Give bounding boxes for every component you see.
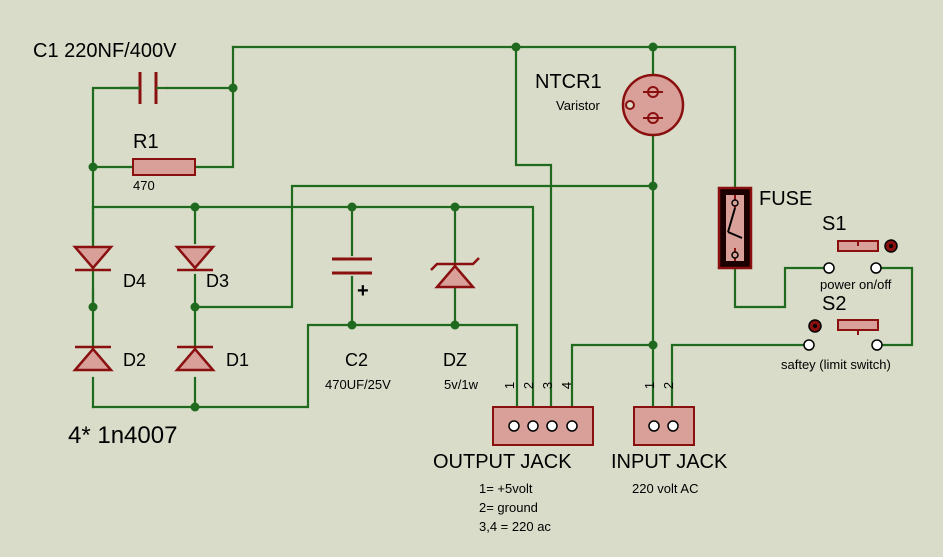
wire-s1-s2	[877, 266, 914, 347]
wire-bottom-ground	[91, 323, 519, 422]
output-jack-label: OUTPUT JACK	[433, 451, 572, 473]
d2-label: D2	[123, 350, 147, 370]
d3-label: D3	[206, 271, 230, 291]
wire-fuse-s1	[733, 266, 828, 309]
switch-s1-symbol	[823, 239, 898, 274]
output-note-2: 2= ground	[479, 500, 538, 515]
junction	[228, 83, 238, 93]
c2-value-label: 470UF/25V	[325, 377, 391, 392]
switch-s2-symbol	[803, 319, 883, 351]
input-pin-1: 1	[642, 381, 658, 390]
c2-ref-label: C2	[345, 350, 369, 370]
wire-c1-r1-left	[91, 86, 142, 169]
r1-ref-label: R1	[133, 131, 159, 153]
junction	[190, 402, 200, 412]
ntc-ref-label: NTCR1	[535, 71, 602, 93]
output-pin-3: 3	[540, 381, 556, 390]
junction	[88, 162, 98, 172]
r1-value-label: 470	[133, 178, 155, 193]
input-jack-symbol	[633, 406, 695, 446]
output-pin-2: 2	[521, 381, 537, 390]
junction	[190, 202, 200, 212]
s1-ref-label: S1	[822, 213, 847, 235]
output-pin-1: 1	[502, 381, 518, 390]
input-jack-label: INPUT JACK	[611, 451, 728, 473]
junction	[450, 320, 460, 330]
diode-d4-symbol	[72, 245, 114, 272]
dz-value-label: 5v/1w	[444, 377, 478, 392]
output-note-3: 3,4 = 220 ac	[479, 519, 551, 534]
junction	[450, 202, 460, 212]
wire-top-to-pin3	[514, 45, 553, 422]
diodes	[72, 245, 216, 372]
wire-c1-r1-right	[166, 86, 235, 169]
s2-ref-label: S2	[822, 293, 847, 315]
output-note-1: 1= +5volt	[479, 481, 533, 496]
s1-desc-label: power on/off	[820, 277, 892, 292]
c2-polarity: +	[357, 280, 369, 302]
output-pin-4: 4	[559, 381, 575, 390]
wire-ac-mid	[193, 184, 655, 309]
s2-desc-label: saftey (limit switch)	[781, 357, 891, 372]
resistor-r1-symbol	[132, 158, 196, 176]
junctions	[88, 42, 658, 412]
dz-ref-label: DZ	[443, 350, 467, 370]
diode-d1-symbol	[174, 345, 216, 372]
input-pin-2: 2	[661, 381, 677, 390]
ntc-varistor-symbol	[621, 73, 685, 137]
c1-label: C1 220NF/400V	[33, 40, 177, 62]
wires	[91, 45, 914, 422]
junction	[88, 302, 98, 312]
output-jack-symbol	[492, 406, 594, 446]
d4-label: D4	[123, 271, 147, 291]
diode-d3-symbol	[174, 245, 216, 272]
junction	[190, 302, 200, 312]
junction	[511, 42, 521, 52]
wire-top-rail	[231, 45, 737, 192]
junction	[648, 42, 658, 52]
capacitor-c2-symbol	[332, 257, 372, 275]
capacitor-c1-symbol	[120, 72, 168, 104]
input-note-1: 220 volt AC	[632, 481, 699, 496]
wire-plus-rail	[91, 205, 535, 422]
fuse-label: FUSE	[759, 188, 813, 210]
fuse-symbol	[717, 186, 753, 270]
junction	[648, 340, 658, 350]
d1-label: D1	[226, 350, 250, 370]
junction	[347, 202, 357, 212]
wire-input-pin2	[670, 343, 808, 422]
diode-d2-symbol	[72, 345, 114, 372]
diode-note: 4* 1n4007	[68, 422, 178, 449]
junction	[347, 320, 357, 330]
zener-dz-symbol	[430, 257, 480, 289]
wire-to-pin4	[570, 343, 655, 422]
ntc-value-label: Varistor	[556, 98, 600, 113]
junction	[648, 181, 658, 191]
